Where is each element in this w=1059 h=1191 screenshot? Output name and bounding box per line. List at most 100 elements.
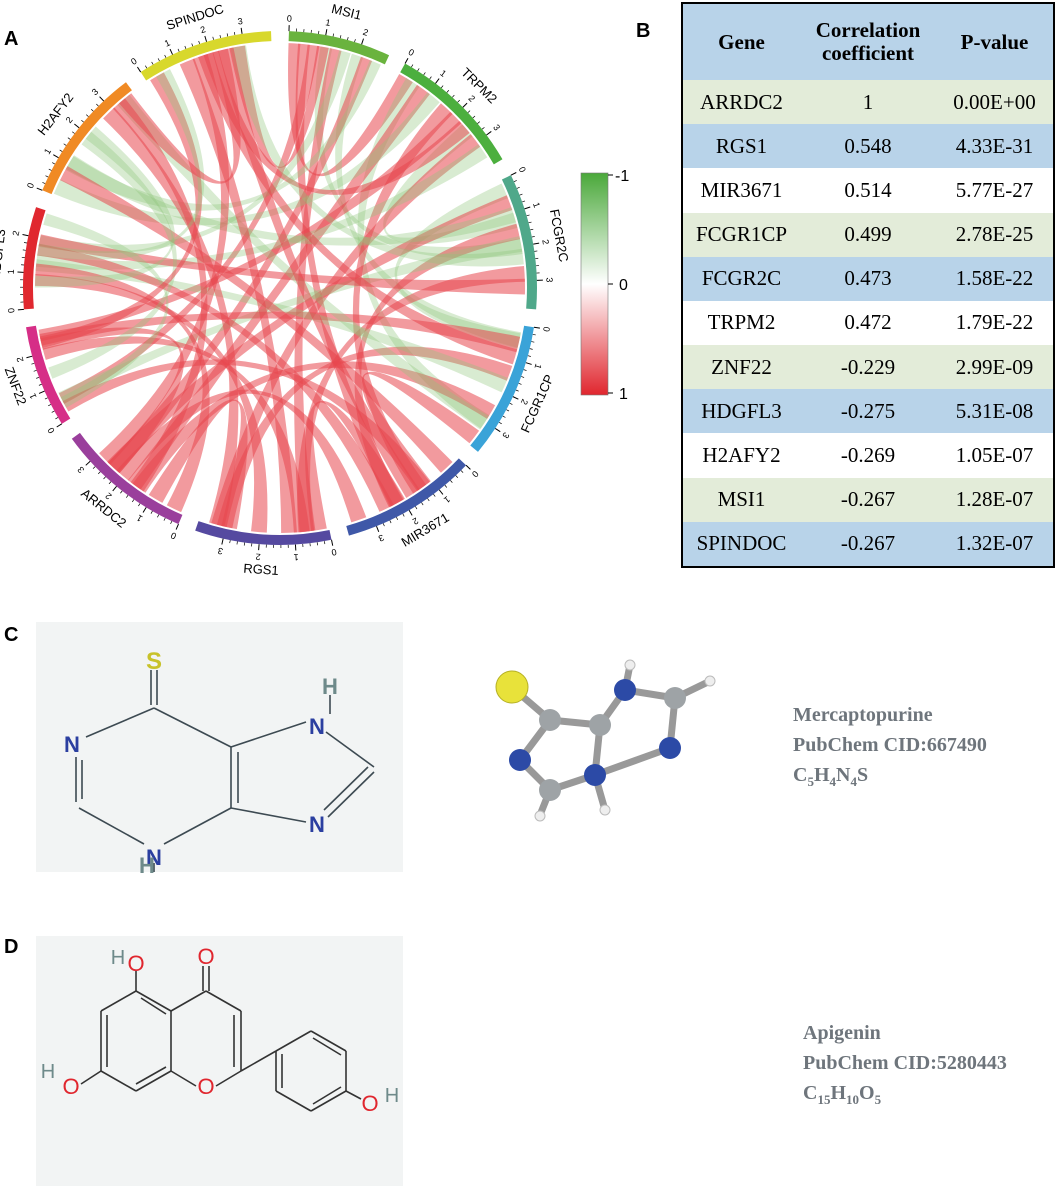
gene-cell: RGS1 bbox=[682, 124, 800, 168]
segment-minor-tick bbox=[516, 390, 519, 391]
chord-ribbons bbox=[35, 43, 525, 533]
header-correlation-line1: Correlation bbox=[816, 18, 921, 42]
apigenin-name: Apigenin bbox=[803, 1018, 1007, 1048]
segment-minor-tick bbox=[91, 109, 93, 111]
segment-label-rgs1: RGS1 bbox=[243, 561, 279, 578]
oxygen-atom-label: O bbox=[127, 951, 144, 976]
gene-cell: H2AFY2 bbox=[682, 433, 800, 477]
apigenin-2d-svg: O O H O H O O H bbox=[36, 936, 403, 1186]
segment-tick-label: 1 bbox=[531, 201, 542, 209]
segment-minor-tick bbox=[424, 72, 426, 74]
segment-minor-tick bbox=[411, 65, 413, 68]
segment-tick bbox=[222, 539, 223, 545]
segment-tick-label: 3 bbox=[544, 277, 554, 282]
segment-minor-tick bbox=[157, 515, 158, 518]
segment-minor-tick bbox=[396, 517, 397, 520]
segment-minor-tick bbox=[45, 176, 48, 177]
sulfur-atom bbox=[496, 671, 528, 703]
segment-minor-tick bbox=[145, 66, 147, 69]
segment-tick-label: 1 bbox=[325, 17, 332, 28]
segment-tick bbox=[376, 526, 378, 532]
segment-tick-label: 2 bbox=[255, 552, 261, 562]
segment-tick-label: 0 bbox=[169, 530, 178, 541]
segment-tick-label: 1 bbox=[532, 362, 543, 370]
segment-minor-tick bbox=[499, 422, 502, 424]
segment-label-mir3671: MIR3671 bbox=[399, 510, 452, 550]
header-correlation-line2: coefficient bbox=[822, 41, 914, 65]
corr-cell: -0.269 bbox=[800, 433, 936, 477]
segment-minor-tick bbox=[158, 58, 159, 61]
corr-cell: 0.499 bbox=[800, 213, 936, 257]
segment-tick-label: 0 bbox=[46, 426, 57, 436]
segment-tick bbox=[332, 540, 333, 546]
segment-tick bbox=[53, 155, 58, 158]
segment-minor-tick bbox=[45, 398, 48, 399]
segment-minor-tick bbox=[441, 86, 443, 88]
segment-tick-label: 2 bbox=[362, 27, 370, 38]
segment-tick-label: 0 bbox=[287, 13, 292, 23]
segment-minor-tick bbox=[93, 467, 95, 469]
nitrogen-atom bbox=[614, 679, 636, 701]
mercaptopurine-name: Mercaptopurine bbox=[793, 700, 987, 730]
segment-tick bbox=[533, 243, 539, 244]
segment-minor-tick bbox=[520, 194, 523, 195]
segment-tick-label: 2 bbox=[540, 239, 551, 246]
segment-minor-tick bbox=[324, 541, 325, 544]
segment-minor-tick bbox=[456, 476, 458, 478]
segment-tick-label: 3 bbox=[491, 122, 502, 132]
pvalue-cell: 5.31E-08 bbox=[936, 389, 1054, 433]
segment-minor-tick bbox=[415, 506, 417, 509]
segment-minor-tick bbox=[347, 37, 348, 40]
segment-minor-tick bbox=[126, 495, 128, 497]
segment-minor-tick bbox=[52, 411, 55, 412]
segment-minor-tick bbox=[132, 499, 134, 501]
segment-tick bbox=[57, 424, 62, 427]
segment-minor-tick bbox=[531, 342, 534, 343]
gene-cell: MSI1 bbox=[682, 478, 800, 522]
segment-minor-tick bbox=[528, 356, 531, 357]
segment-minor-tick bbox=[517, 187, 520, 188]
colorbar: -1 0 1 bbox=[581, 168, 629, 403]
segment-minor-tick bbox=[506, 410, 509, 411]
hydrogen-atom-label: H bbox=[322, 674, 338, 699]
segment-tick bbox=[39, 391, 44, 393]
segment-tick bbox=[143, 507, 146, 512]
segment-tick bbox=[526, 363, 532, 365]
segment-tick-label: 1 bbox=[293, 552, 299, 562]
segment-minor-tick bbox=[510, 403, 513, 404]
segment-tick bbox=[511, 173, 516, 176]
segment-minor-tick bbox=[192, 43, 193, 46]
segment-tick-label: 1 bbox=[42, 147, 53, 156]
segment-minor-tick bbox=[522, 201, 525, 202]
segment-minor-tick bbox=[527, 215, 530, 216]
segment-minor-tick bbox=[452, 95, 454, 97]
colorbar-label-neg1: -1 bbox=[615, 168, 629, 185]
pvalue-cell: 1.79E-22 bbox=[936, 301, 1054, 345]
segment-minor-tick bbox=[24, 242, 27, 243]
segment-tick-label: 0 bbox=[129, 56, 139, 67]
segment-minor-tick bbox=[199, 41, 200, 44]
segment-tick bbox=[176, 524, 178, 530]
hydrogen-atom-label: H bbox=[41, 1061, 55, 1083]
corr-cell: -0.267 bbox=[800, 478, 936, 522]
segment-minor-tick bbox=[109, 482, 111, 484]
segment-tick-label: 1 bbox=[438, 68, 448, 79]
segment-minor-tick bbox=[383, 523, 384, 526]
nitrogen-atom-label: N bbox=[309, 812, 325, 837]
segment-tick bbox=[525, 207, 531, 209]
segment-tick-label: 0 bbox=[470, 469, 481, 480]
segment-label-znf22: ZNF22 bbox=[2, 365, 30, 407]
segment-minor-tick bbox=[503, 416, 506, 417]
segment-minor-tick bbox=[49, 169, 52, 170]
segment-tick bbox=[463, 103, 467, 107]
segment-tick bbox=[466, 465, 470, 469]
segment-tick bbox=[26, 356, 32, 358]
mercaptopurine-2d-svg: S N N N N H bbox=[36, 622, 403, 872]
segment-minor-tick bbox=[422, 503, 424, 506]
gene-cell: TRPM2 bbox=[682, 301, 800, 345]
